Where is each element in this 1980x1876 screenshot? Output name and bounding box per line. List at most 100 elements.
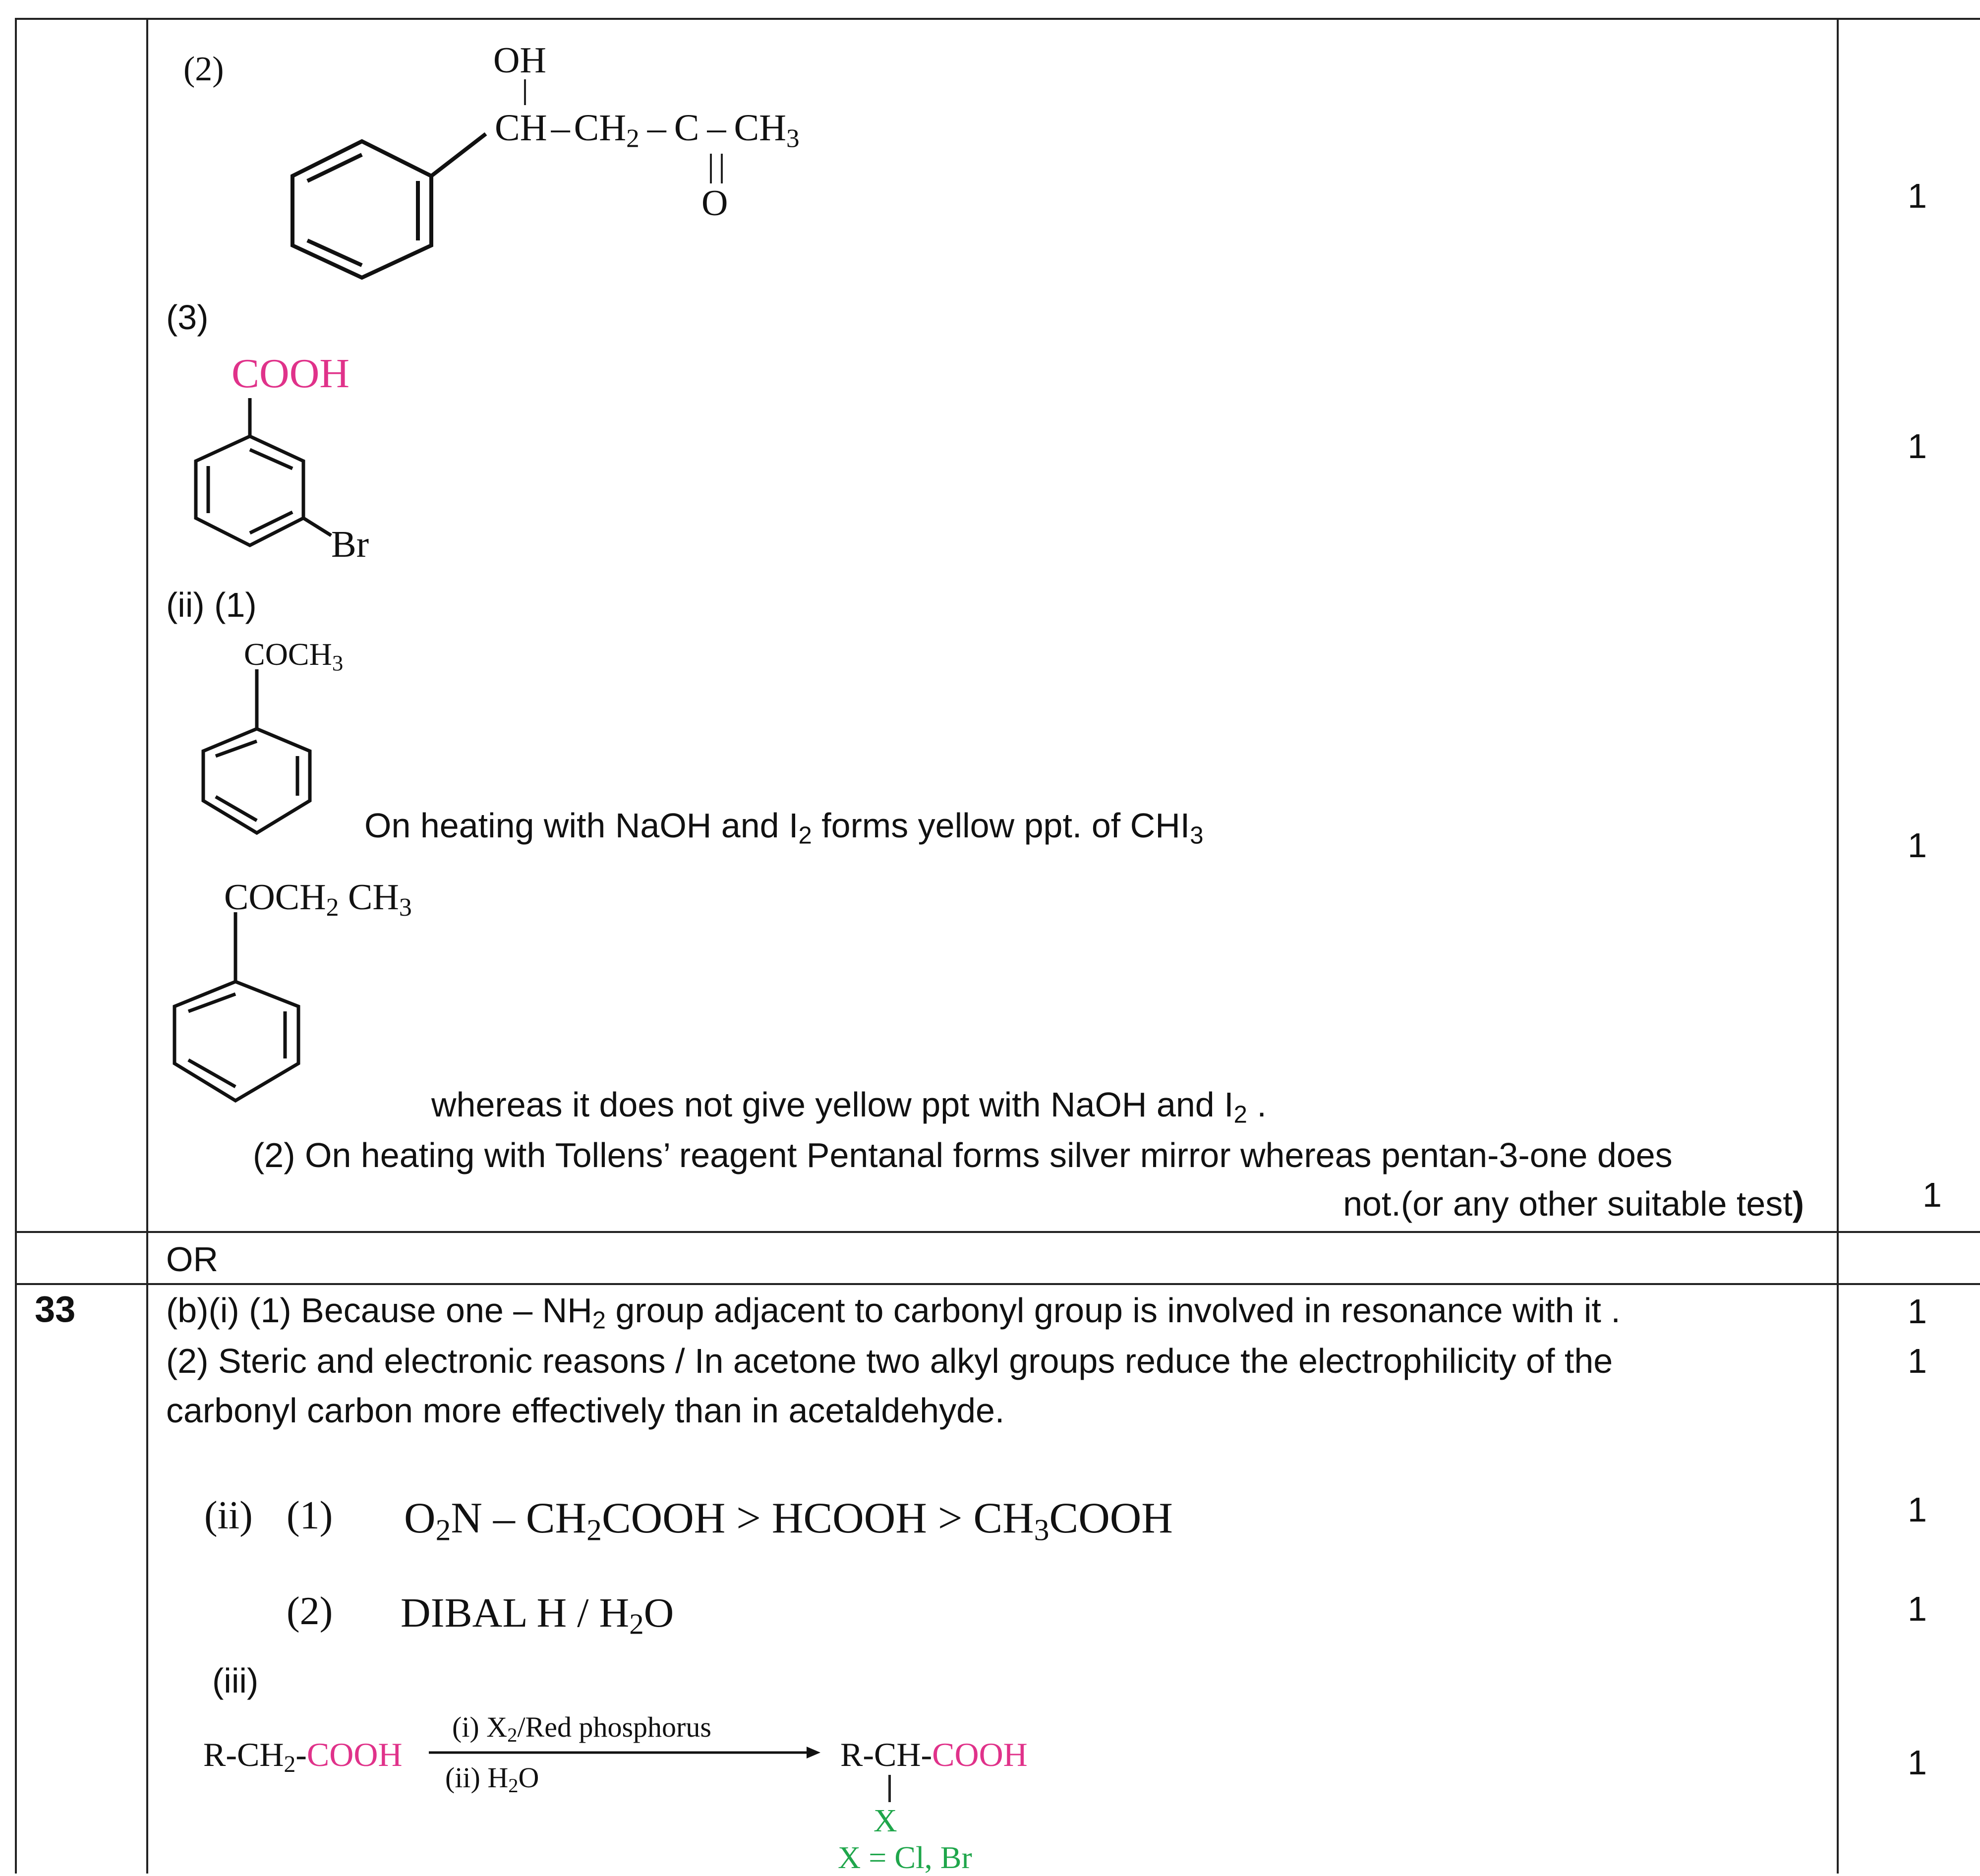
ii1b-sub3: 3	[399, 893, 412, 922]
hvz-cond2-text-post: O	[518, 1761, 539, 1794]
iodoform-text-2: forms yellow ppt. of CHI	[812, 806, 1190, 845]
q33-iii-label: (iii)	[212, 1661, 259, 1700]
structure-ii1b-benzene-ring	[173, 912, 300, 1103]
label-part-ii-1: (ii) (1)	[166, 586, 257, 624]
p2-carbonyl-o: O	[701, 183, 728, 224]
structure-ii1a-benzene-ring	[201, 669, 312, 835]
p2-ch2: CH	[574, 107, 627, 149]
p2-carbonyl-bond-b	[721, 154, 723, 183]
whereas-text-post: .	[1247, 1085, 1267, 1124]
hvz-reactant-sub: 2	[284, 1751, 296, 1777]
column-divider-2	[1837, 18, 1839, 1874]
text-whereas: whereas it does not give yellow ppt with…	[431, 1085, 1267, 1127]
p2-ch2-sub: 2	[626, 123, 640, 153]
table-border-left	[15, 18, 17, 1874]
text-tollens-line-2: not.(or any other suitable test)	[1343, 1184, 1804, 1224]
or-label: OR	[166, 1240, 218, 1279]
iodoform-text-1: On heating with NaOH and I	[364, 806, 799, 845]
benzene-ring-ii1b	[173, 912, 300, 1103]
p3-cooh-label: COOH	[232, 351, 350, 397]
b-i-1-sub: 2	[592, 1307, 606, 1334]
row-divider-1	[15, 1231, 1980, 1233]
whereas-text: whereas it does not give yellow ppt with…	[431, 1085, 1234, 1124]
hvz-product-cooh: COOH	[932, 1736, 1028, 1773]
hvz-condition-2: (ii) H2O	[445, 1761, 539, 1797]
p2-c: C	[674, 107, 699, 149]
hvz-product-bond	[888, 1775, 891, 1802]
q33-b-i-2-line-1: (2) Steric and electronic reasons / In a…	[166, 1342, 1613, 1380]
p2-dash-3: –	[707, 107, 726, 149]
tollens-line2-text: not.(or any other suitable test	[1343, 1184, 1793, 1223]
hvz-cond1-text: (i) X	[452, 1711, 508, 1743]
question-number: 33	[35, 1289, 76, 1330]
ii1a-coch: COCH	[244, 637, 332, 672]
benzene-ring-p3	[194, 398, 332, 547]
acid-o-sub: 2	[435, 1513, 451, 1547]
hvz-product: R-CH-COOH	[840, 1735, 1028, 1774]
hvz-cond2-sub: 2	[508, 1774, 519, 1797]
text-iodoform-test: On heating with NaOH and I2 forms yellow…	[364, 806, 1203, 848]
q33-b-i-2-line-2: carbonyl carbon more effectively than in…	[166, 1391, 1005, 1430]
q33-ii-label: (ii)	[204, 1494, 253, 1537]
p2-ch3-sub: 3	[786, 123, 800, 153]
acid-order-mid: COOH > HCOOH > CH	[601, 1494, 1034, 1542]
hvz-cond1-text-post: /Red phosphorus	[517, 1711, 711, 1743]
q33-ii-1-acidity-order: O2N – CH2COOH > HCOOH > CH3COOH	[404, 1493, 1173, 1545]
ii1a-coch3-label: COCH3	[244, 636, 344, 676]
q33-ii-2-reagent: DIBAL H / H2O	[401, 1589, 674, 1639]
acid-cooh: COOH	[1049, 1494, 1173, 1542]
acid-ch3-sub: 3	[1034, 1513, 1049, 1547]
iodoform-sub-1: 2	[798, 822, 812, 849]
b-i-1-text-post: group adjacent to carbonyl group is invo…	[606, 1291, 1621, 1330]
ii1b-coch: COCH	[224, 877, 326, 918]
p2-oh-label: OH	[493, 40, 546, 81]
table-border-top	[15, 18, 1980, 20]
label-part-2: (2)	[183, 50, 224, 88]
structure-p3-benzene-ring	[194, 398, 332, 547]
p2-ch3: CH	[734, 107, 787, 149]
hvz-reaction-arrow	[429, 1747, 820, 1759]
mark-q33-ii-1: 1	[1908, 1490, 1927, 1529]
iodoform-sub-2: 3	[1190, 822, 1204, 849]
p2-chain: CH–CH2–C–CH3	[495, 107, 800, 153]
dibal-text-post: O	[643, 1590, 674, 1636]
ii1a-sub3: 3	[332, 650, 344, 676]
hvz-reactant-cooh: COOH	[306, 1736, 403, 1773]
tollens-line2-bold: )	[1792, 1184, 1804, 1223]
mark-part-3: 1	[1908, 427, 1927, 466]
text-tollens-line-1: (2) On heating with Tollens’ reagent Pen…	[253, 1136, 1673, 1174]
ii1b-sub2: 2	[326, 893, 339, 922]
hvz-product-text: R-CH-	[840, 1736, 932, 1773]
mark-part-2: 1	[1908, 176, 1927, 215]
hvz-cond2-text: (ii) H	[445, 1761, 509, 1794]
acid-o: O	[404, 1494, 436, 1542]
ii1b-coch2ch3-label: COCH2 CH3	[224, 877, 412, 922]
mark-q33-b-i-1: 1	[1908, 1292, 1927, 1331]
p2-oh-bond	[524, 79, 526, 105]
row-divider-2	[15, 1283, 1980, 1285]
b-i-1-text: (b)(i) (1) Because one – NH	[166, 1291, 592, 1330]
hvz-x-definition: X = Cl, Br	[838, 1840, 972, 1875]
hvz-reactant-dash: -	[295, 1736, 307, 1773]
hvz-product-x: X	[874, 1803, 897, 1839]
mark-q33-iii: 1	[1908, 1743, 1927, 1782]
benzene-ring-p2	[291, 132, 487, 280]
mark-q33-b-i-2: 1	[1908, 1342, 1927, 1380]
q33-ii-1-label: (1)	[287, 1494, 333, 1537]
p2-dash-2: –	[647, 107, 666, 149]
hvz-cond1-sub: 2	[507, 1724, 518, 1747]
whereas-sub: 2	[1233, 1101, 1247, 1128]
hvz-condition-1: (i) X2/Red phosphorus	[452, 1710, 711, 1747]
mark-part-ii-1: 1	[1908, 826, 1927, 865]
structure-p2-benzene-ring	[291, 132, 487, 280]
acid-n-ch: N – CH	[451, 1494, 587, 1542]
q33-b-i-1: (b)(i) (1) Because one – NH2 group adjac…	[166, 1290, 1621, 1333]
hvz-reactant-text: R-CH	[203, 1736, 284, 1773]
mark-q33-ii-2: 1	[1908, 1589, 1927, 1628]
p2-dash-1: –	[551, 107, 570, 149]
hvz-reactant: R-CH2-COOH	[203, 1735, 403, 1777]
label-part-3: (3)	[166, 298, 209, 337]
q33-ii-2-label: (2)	[287, 1589, 333, 1633]
dibal-text: DIBAL H / H	[401, 1590, 630, 1636]
benzene-ring-ii1a	[201, 669, 312, 835]
